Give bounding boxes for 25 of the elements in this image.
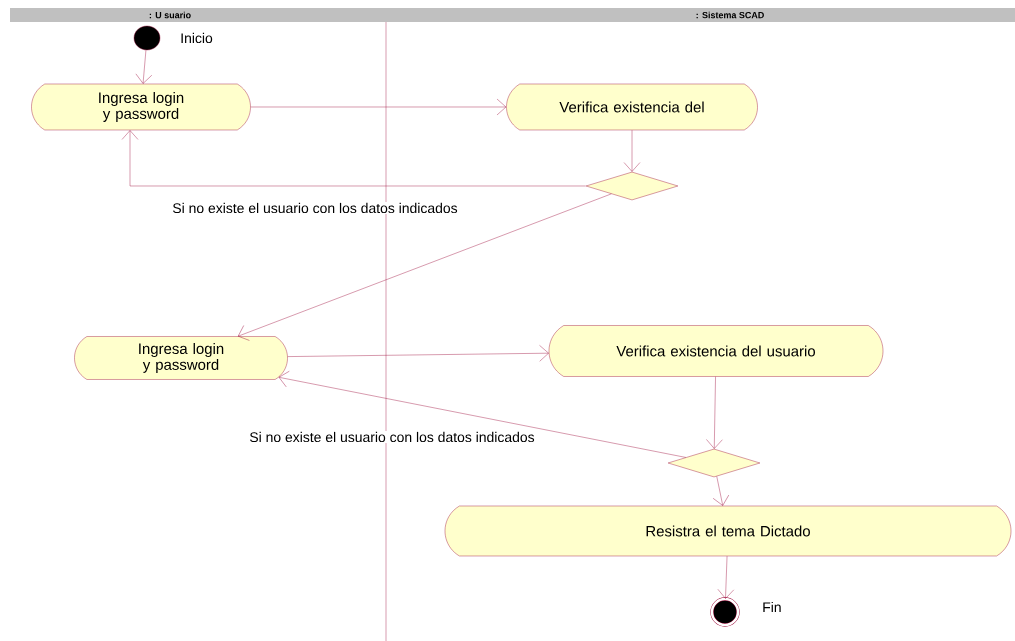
node-caption: Inicio (181, 32, 213, 44)
start-node (133, 25, 161, 51)
lane-title: : U suario (149, 11, 191, 19)
arrow (238, 193, 612, 341)
action-state: Verifica existencia del usuario (548, 325, 884, 377)
lane-title: : Sistema SCAD (696, 11, 764, 19)
edge-label: Si no existe el usuario con los datos indicados (171, 201, 459, 215)
arrow (250, 98, 507, 116)
arrow (623, 130, 641, 172)
node-caption: Fin (763, 601, 781, 613)
arrow (135, 49, 152, 84)
arrow (706, 376, 723, 449)
action-state: Ingresa login y password (31, 83, 251, 131)
arrow (717, 556, 735, 599)
decision-diamond (667, 448, 761, 478)
arrow (278, 371, 687, 458)
arrow (121, 130, 586, 187)
action-state: Resistra el tema Dictado (444, 505, 1012, 557)
edge-label: Si no existe el usuario con los datos indicados (248, 430, 536, 444)
arrow (287, 345, 549, 362)
end-node (710, 597, 740, 627)
action-state: Ingresa login y password (74, 336, 288, 380)
arrow (712, 476, 729, 506)
decision-diamond (585, 171, 679, 201)
action-state: Verifica existencia del (506, 83, 758, 131)
